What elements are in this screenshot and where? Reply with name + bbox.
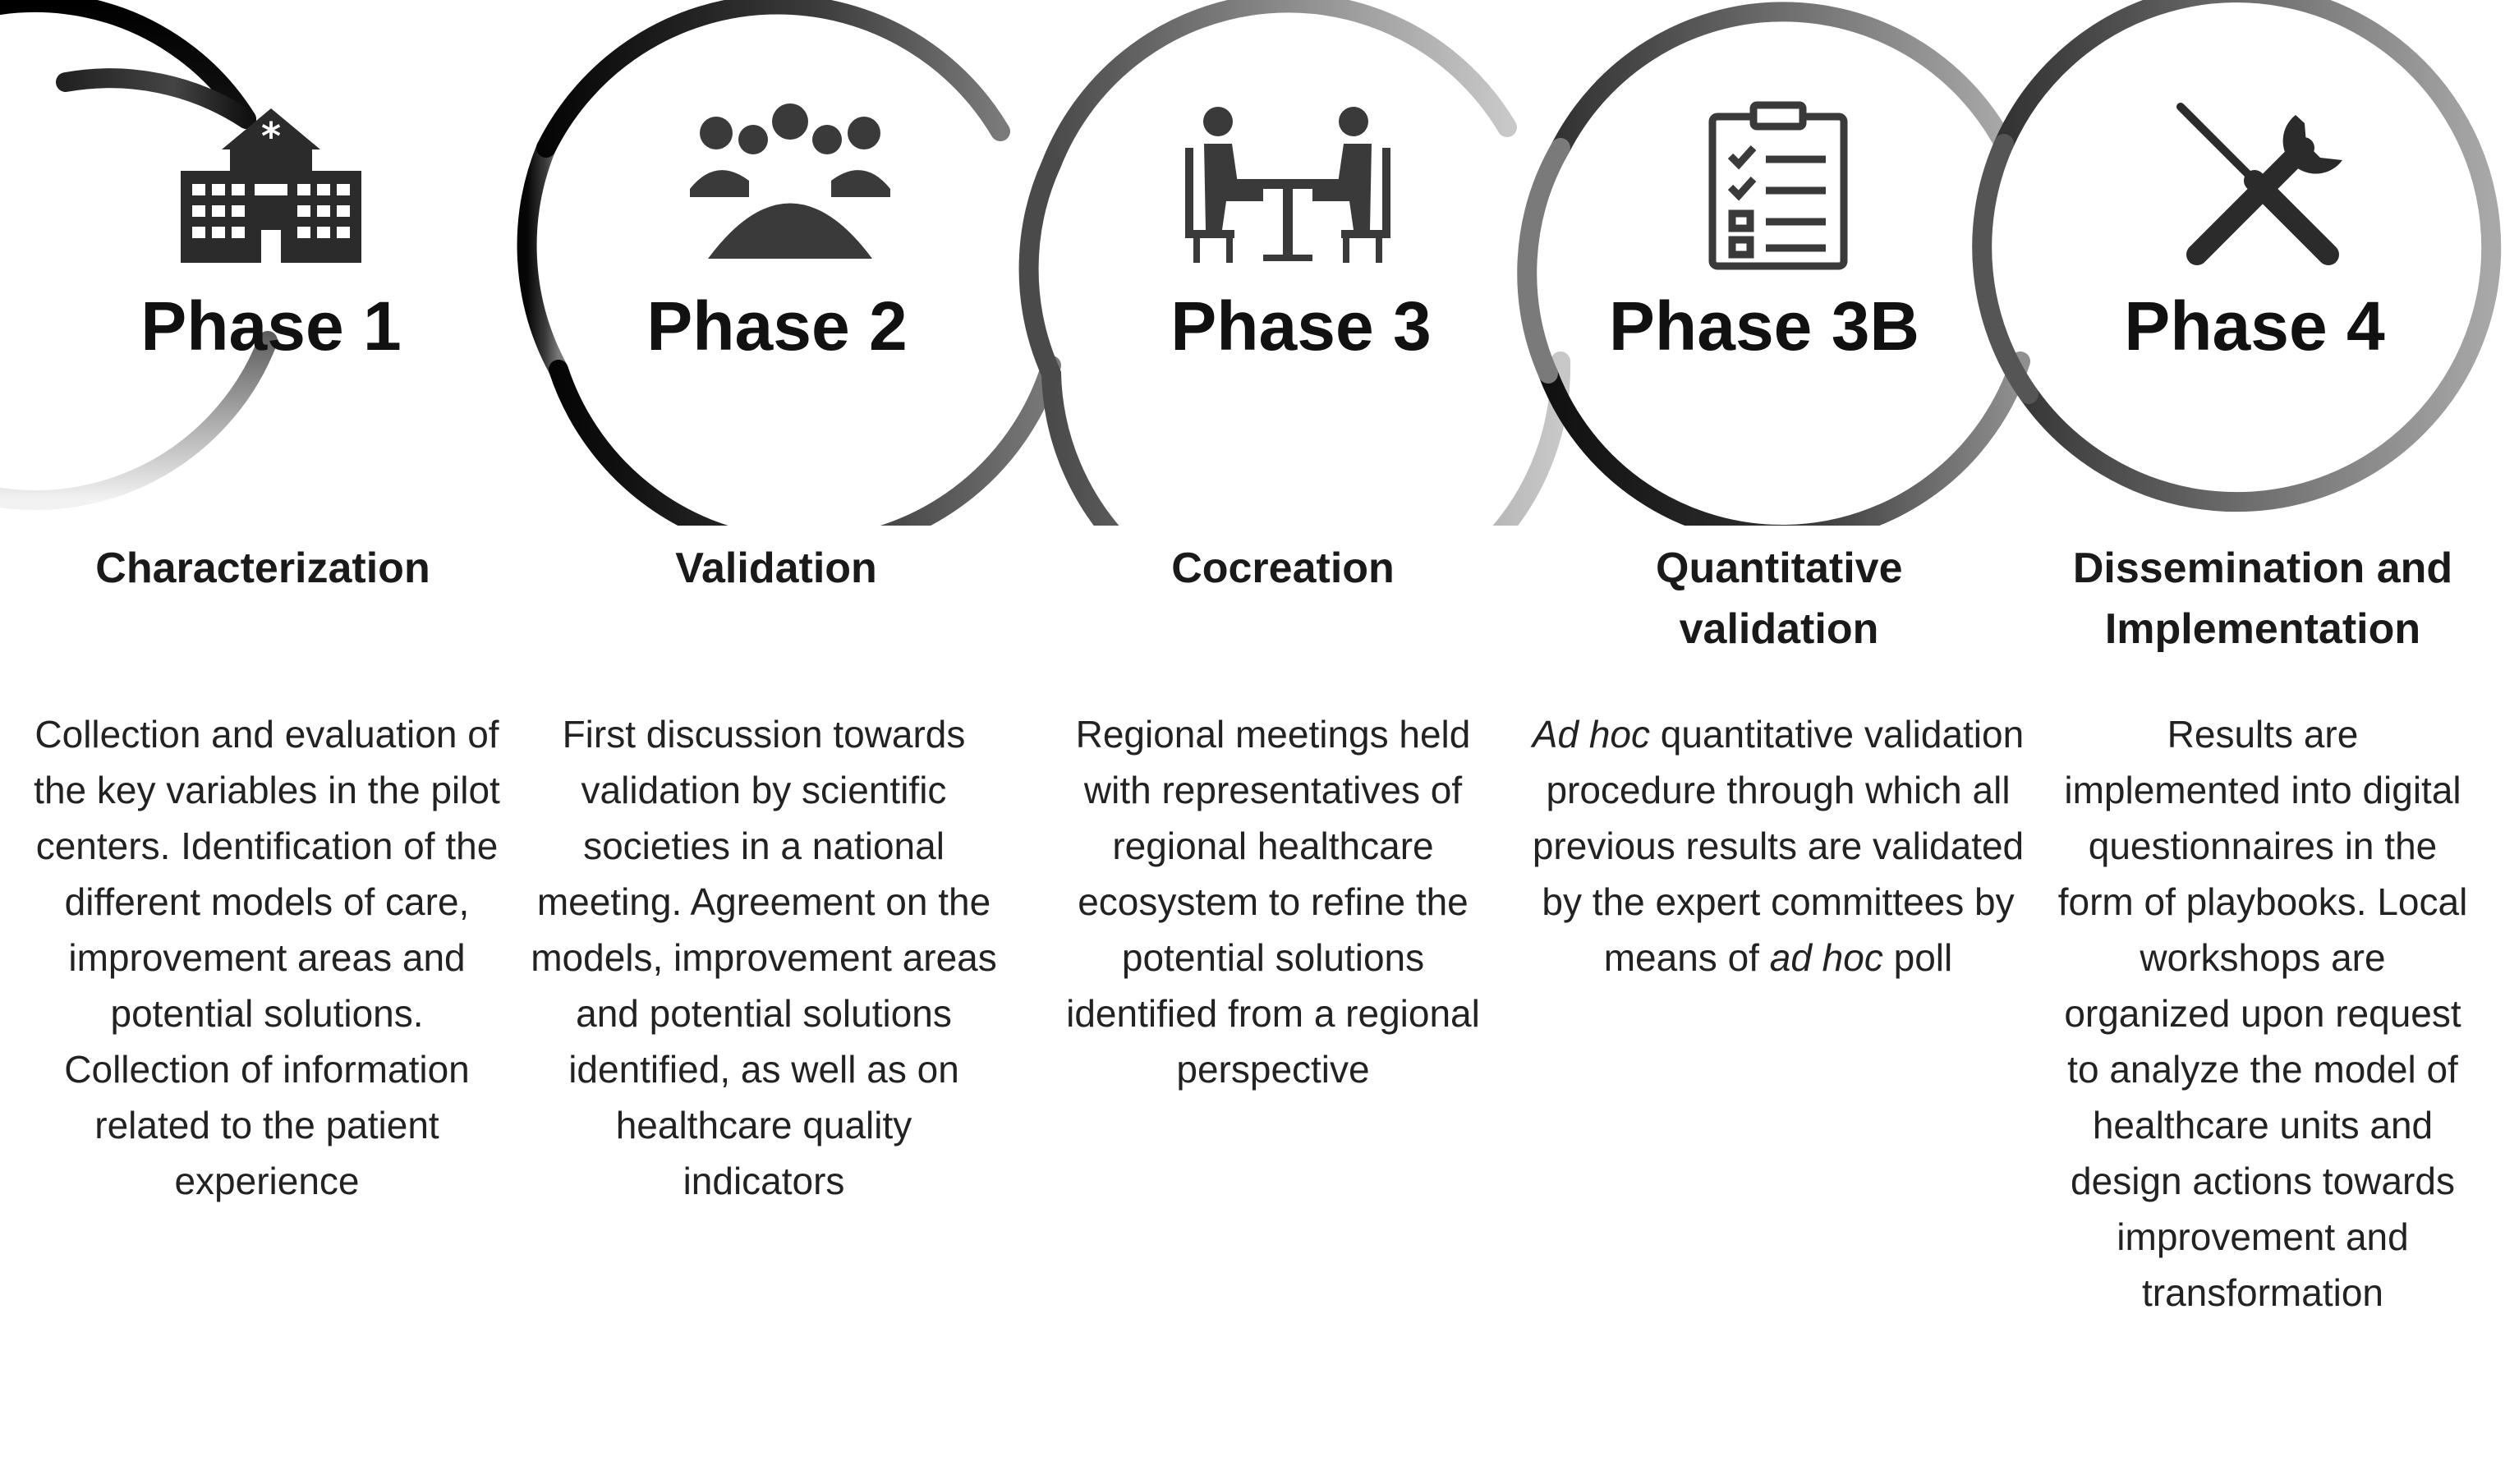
clipboard-checklist-icon	[1708, 101, 1848, 270]
description-part: ad hoc	[1769, 936, 1883, 979]
ring-1	[0, 0, 278, 510]
ring-4-left	[1972, 134, 2038, 404]
hospital-icon: *	[181, 108, 361, 263]
phase-title: Phase 4	[2124, 287, 2385, 365]
stage-subtitle: Quantitative validation	[1656, 544, 1903, 653]
ring-4-top	[1994, 0, 2502, 512]
phase-rings	[0, 0, 2502, 526]
description-part: Ad hoc	[1532, 713, 1650, 756]
phase-title: Phase 1	[140, 287, 402, 365]
ring-3-top	[1041, 0, 1517, 174]
description-part: quantitative validation procedure throug…	[1532, 713, 2025, 979]
phase-description: Results are implemented into digital que…	[2057, 713, 2468, 1314]
phase-title: Phase 3B	[1608, 287, 1920, 365]
ring-3b-left	[1517, 138, 1570, 384]
ring-3-bottom	[1041, 351, 1571, 526]
phase-description: Ad hoc quantitative validation procedure…	[1532, 706, 2025, 986]
phase-description: Regional meetings held with representati…	[1066, 713, 1480, 1091]
people-at-table-icon	[1185, 107, 1390, 263]
meeting-table-icon	[690, 103, 890, 259]
svg-text:*: *	[261, 114, 281, 159]
phase-title: Phase 3	[1170, 287, 1432, 365]
ring-2	[517, 138, 568, 379]
ring-1-top	[56, 68, 256, 129]
stage-subtitle: Cocreation	[1171, 544, 1395, 592]
description-part: poll	[1882, 936, 1953, 979]
ring-2-bottom	[549, 356, 1061, 526]
ring-3b-top	[1551, 2, 2014, 158]
ring-3b-bottom	[1538, 351, 2030, 526]
phase-description: Collection and evaluation of the key var…	[34, 713, 500, 1202]
stage-subtitle: Validation	[675, 544, 877, 592]
ring-3-left	[1018, 154, 1061, 384]
stage-subtitle: Dissemination and Implementation	[2072, 544, 2453, 653]
phase-description: First discussion towards validation by s…	[531, 713, 997, 1202]
stage-subtitle: Characterization	[95, 544, 430, 592]
ring-2-top	[536, 0, 1010, 158]
tools-icon	[2176, 103, 2342, 265]
phase-title: Phase 2	[646, 287, 908, 365]
